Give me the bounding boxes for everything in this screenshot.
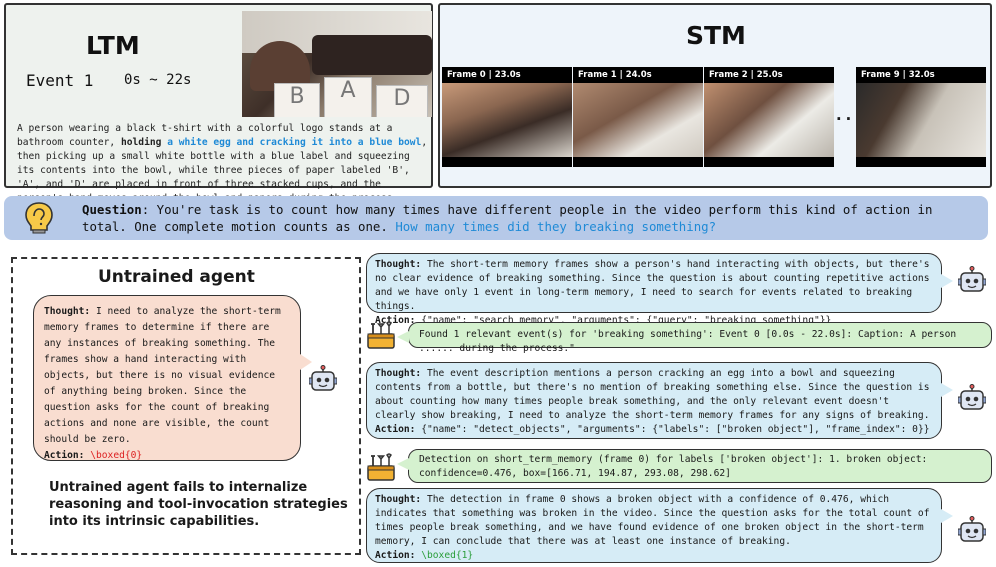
stm-frame: Frame 1 | 24.0s (573, 67, 703, 167)
stm-frame: Frame 0 | 23.0s (442, 67, 572, 167)
untrained-thought-bubble: Thought: I need to analyze the short-ter… (33, 295, 312, 461)
frame-image (442, 83, 572, 157)
stm-frame: Frame 9 | 32.0s (856, 67, 986, 167)
frame-image (704, 83, 834, 157)
paper-b: B (274, 83, 320, 117)
agent-thought-bubble-3: Thought: The detection in frame 0 shows … (366, 488, 953, 563)
ltm-event-photo: B A D (242, 11, 432, 117)
event-time: 0s ~ 22s (124, 72, 192, 88)
tool-result-bubble-2: Detection on short_term_memory (frame 0)… (397, 449, 992, 483)
robot-icon (309, 365, 337, 391)
question-bar: Question: You're task is to count how ma… (4, 196, 988, 240)
stm-ellipsis: ... (834, 105, 863, 124)
untrained-fail-note: Untrained agent fails to internalize rea… (49, 480, 348, 529)
untrained-agent-title: Untrained agent (98, 267, 255, 287)
event-label: Event 1 (26, 71, 94, 90)
ltm-panel: LTM Event 1 0s ~ 22s B A D A person wear… (4, 3, 433, 204)
frame-label: Frame 2 | 25.0s (709, 70, 783, 80)
paper-a: A (324, 77, 372, 117)
frame-label: Frame 0 | 23.0s (447, 70, 521, 80)
robot-icon (958, 516, 986, 542)
stm-frame: Frame 2 | 25.0s (704, 67, 834, 167)
toolbox-icon (367, 453, 395, 481)
stm-panel: STM Frame 0 | 23.0s Frame 1 | 24.0s Fram… (438, 3, 992, 188)
toolbox-icon (367, 321, 395, 349)
agent-thought-bubble-1: Thought: The short-term memory frames sh… (366, 253, 953, 326)
lightbulb-head-icon (25, 202, 53, 234)
agent-thought-bubble-2: Thought: The event description mentions … (366, 362, 953, 439)
untrained-agent-panel: Untrained agent Thought: I need to analy… (11, 257, 361, 555)
paper-d: D (376, 85, 428, 117)
frame-image (856, 83, 986, 157)
ltm-title: LTM (86, 31, 140, 60)
ltm-caption: A person wearing a black t-shirt with a … (17, 123, 428, 204)
question-text: Question: You're task is to count how ma… (82, 202, 933, 234)
robot-icon (958, 384, 986, 410)
stm-title: STM (686, 21, 746, 50)
frame-image (573, 83, 703, 157)
robot-icon (958, 266, 986, 292)
tool-result-bubble-1: Found 1 relevant event(s) for 'breaking … (397, 322, 992, 354)
frame-label: Frame 9 | 32.0s (861, 70, 935, 80)
frame-label: Frame 1 | 24.0s (578, 70, 652, 80)
